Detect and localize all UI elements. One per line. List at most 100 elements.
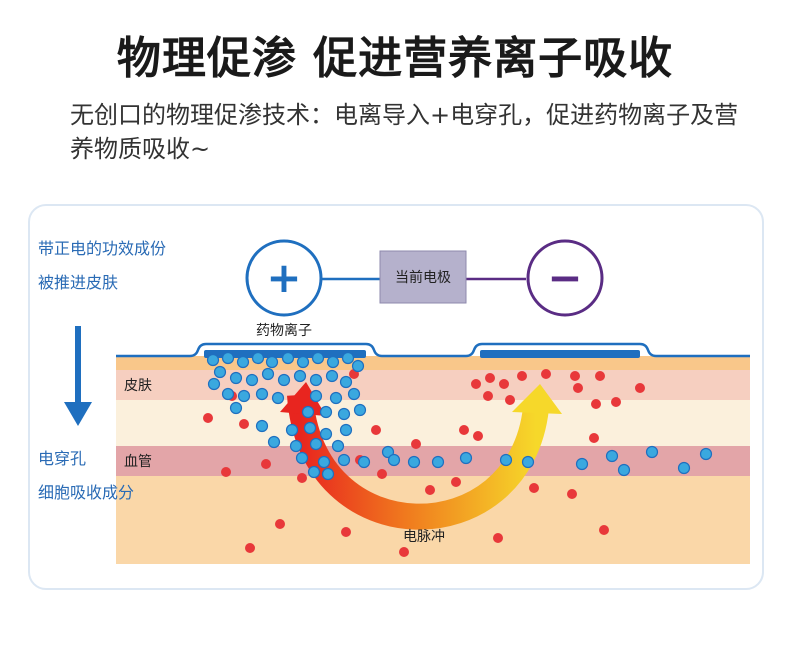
drug-ion — [303, 421, 317, 435]
pulse-label: 电脉冲 — [403, 529, 445, 545]
drug-ion — [229, 401, 243, 415]
nutrient-dot — [499, 379, 509, 389]
minus-icon: − — [547, 253, 582, 302]
drug-ion — [521, 455, 535, 469]
electrode-box — [379, 250, 467, 304]
drug-ion — [295, 451, 309, 465]
vessel-layer-label: 血管 — [124, 454, 152, 470]
drug-ion — [326, 355, 340, 369]
side-note-top: 带正电的功效成份 被推进皮肤 — [38, 232, 166, 300]
nutrient-dot — [425, 485, 435, 495]
drug-ion — [301, 405, 315, 419]
drug-ion — [309, 437, 323, 451]
nutrient-dot — [589, 433, 599, 443]
nutrient-dot — [493, 533, 503, 543]
dermis-layer — [116, 400, 750, 446]
side-note-line: 带正电的功效成份 — [38, 239, 167, 258]
nutrient-dot — [529, 483, 539, 493]
nutrient-dot — [377, 469, 387, 479]
drug-ion — [499, 453, 513, 467]
negative-electrode-circle — [526, 239, 604, 317]
nutrient-dot — [567, 489, 577, 499]
nutrient-dot — [275, 519, 285, 529]
nutrient-dot — [591, 399, 601, 409]
nutrient-dot — [239, 419, 249, 429]
drug-ion — [307, 465, 321, 479]
drug-ion — [289, 439, 303, 453]
drug-ion — [309, 389, 323, 403]
drug-ion — [311, 351, 325, 365]
drug-ion — [605, 449, 619, 463]
nutrient-dot — [221, 467, 231, 477]
pulse-arrow-left — [280, 382, 326, 416]
drug-ion — [255, 419, 269, 433]
nutrient-dot — [399, 547, 409, 557]
drug-ion — [357, 455, 371, 469]
drug-ion — [331, 439, 345, 453]
nutrient-dot — [483, 391, 493, 401]
drug-ion — [221, 351, 235, 365]
side-note-line: 电穿孔 — [38, 449, 87, 468]
drug-ion — [575, 457, 589, 471]
drug-ion — [617, 463, 631, 477]
drug-ion — [265, 355, 279, 369]
nutrient-dot — [570, 371, 580, 381]
drug-ion — [337, 453, 351, 467]
nutrient-dot — [473, 431, 483, 441]
nutrient-dot — [599, 525, 609, 535]
drug-ion — [347, 387, 361, 401]
drug-ion — [381, 445, 395, 459]
drug-ion — [293, 369, 307, 383]
page-subtitle: 无创口的物理促渗技术：电离导入+电穿孔，促进药物离子及营养物质吸收~ — [70, 101, 739, 163]
pulse-arc — [287, 393, 549, 530]
drug-ion — [351, 359, 365, 373]
nutrient-dot — [573, 383, 583, 393]
drug-ion — [285, 423, 299, 437]
drug-ion — [245, 373, 259, 387]
pulse-arrow-right — [512, 384, 562, 414]
down-arrow-icon — [64, 402, 92, 426]
drug-ion — [213, 365, 227, 379]
drug-ion — [319, 405, 333, 419]
drug-ion — [255, 387, 269, 401]
drug-ion — [317, 455, 331, 469]
drug-ion — [251, 351, 265, 365]
drug-ion — [261, 367, 275, 381]
drug-ion — [296, 355, 310, 369]
drug-ion — [339, 375, 353, 389]
drug-ion — [277, 373, 291, 387]
plus-icon: + — [266, 253, 301, 302]
drug-ion — [339, 423, 353, 437]
nutrient-dot — [611, 397, 621, 407]
nutrient-dot — [517, 371, 527, 381]
skin-layer-label: 皮肤 — [124, 378, 152, 394]
drug-ions — [206, 351, 713, 481]
nutrient-dot — [459, 425, 469, 435]
drug-ion — [206, 353, 220, 367]
drug-ion — [309, 373, 323, 387]
drug-ion — [237, 389, 251, 403]
page-title: 物理促渗 促进营养离子吸收 — [116, 33, 674, 84]
nutrient-dot — [451, 477, 461, 487]
drug-ion — [699, 447, 713, 461]
side-note-line: 细胞吸收成分 — [38, 483, 135, 502]
drug-ion — [353, 403, 367, 417]
nutrient-dot — [261, 459, 271, 469]
nutrient-dot — [471, 379, 481, 389]
drug-ion — [645, 445, 659, 459]
drug-ion — [677, 461, 691, 475]
nutrient-dot — [203, 413, 213, 423]
side-note-line: 被推进皮肤 — [38, 273, 119, 292]
drug-ion — [337, 407, 351, 421]
nutrient-dot — [635, 383, 645, 393]
nutrient-dot — [541, 369, 551, 379]
nutrient-dot — [245, 543, 255, 553]
negative-pad — [480, 350, 640, 358]
drug-ion — [321, 467, 335, 481]
drug-ion — [407, 455, 421, 469]
drug-ion — [229, 371, 243, 385]
drug-ion — [319, 427, 333, 441]
side-note-bottom: 电穿孔 细胞吸收成分 — [38, 442, 134, 510]
nutrient-dot — [297, 473, 307, 483]
